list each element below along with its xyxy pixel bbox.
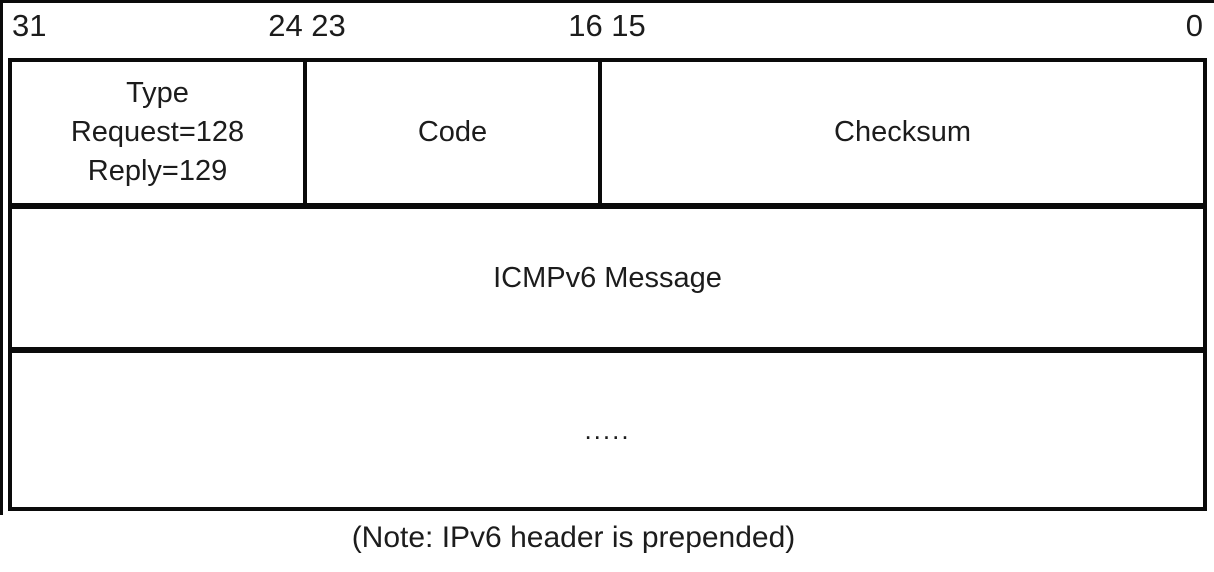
field-icmpv6-message: ICMPv6 Message: [12, 209, 1203, 353]
field-type-line-1: Type: [126, 77, 189, 109]
frame-left-edge: [0, 0, 3, 515]
note-caption: (Note: IPv6 header is prepended): [351, 521, 796, 554]
bit-label-31: 31: [12, 8, 47, 43]
packet-field-table: Type Request=128 Reply=129 Code Checksum…: [8, 58, 1207, 511]
field-icmpv6-message-label: ICMPv6 Message: [493, 261, 722, 294]
field-continuation-dots: .....: [584, 414, 631, 445]
bit-label-16-15: 16 15: [568, 8, 646, 43]
bit-label-0: 0: [1185, 8, 1203, 43]
frame-top-edge: [0, 0, 1214, 3]
field-type: Type Request=128 Reply=129: [12, 62, 307, 209]
field-code-label: Code: [417, 116, 488, 148]
field-checksum: Checksum: [602, 62, 1203, 209]
field-code: Code: [307, 62, 602, 209]
field-checksum-label: Checksum: [834, 116, 971, 148]
field-type-line-3: Reply=129: [87, 155, 228, 187]
field-type-line-2: Request=128: [70, 116, 245, 148]
field-continuation: .....: [12, 353, 1203, 507]
bit-label-24-23: 24 23: [268, 8, 346, 43]
